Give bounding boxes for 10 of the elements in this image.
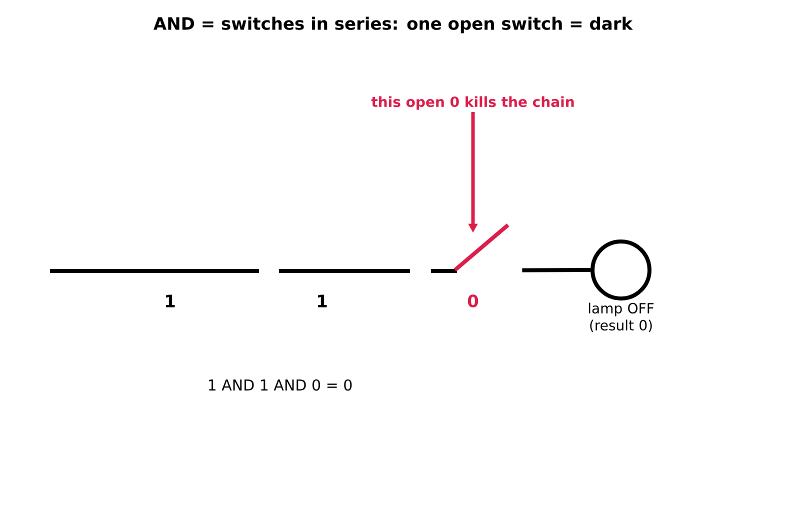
annotation-text: this open 0 kills the chain: [371, 96, 574, 110]
bit-label: 1: [166, 294, 175, 308]
wire: [522, 268, 590, 272]
equation-text: 1 AND 1 AND 0 = 0: [208, 379, 352, 391]
bit-label: 1: [318, 294, 327, 308]
open-switch: [454, 223, 510, 272]
title: AND = switches in series: one open switch = dark: [154, 16, 633, 34]
bit-label: 0: [468, 294, 478, 308]
lamp-caption: lamp OFF (result 0): [588, 302, 654, 332]
lamp-circle: [590, 240, 652, 300]
